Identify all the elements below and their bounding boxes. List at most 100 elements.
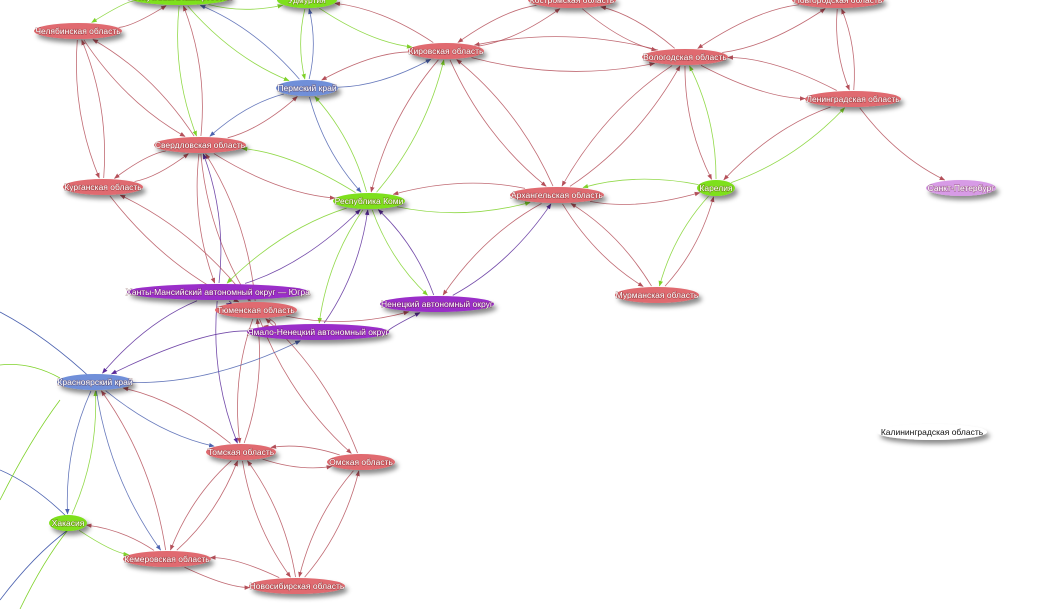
edge-kir-vol [471, 57, 656, 72]
node-komi[interactable]: Республика Коми [333, 193, 405, 209]
edge-komi-nao [371, 209, 428, 296]
node-tyum[interactable]: Тюменская область [215, 302, 297, 318]
edge-tom-kras [122, 386, 231, 444]
edge-kurg-sver [134, 153, 189, 182]
edge-len-novg [841, 8, 855, 91]
node-kras[interactable]: Красноярский край [57, 374, 133, 390]
node-sver[interactable]: Свердловская область [154, 137, 246, 153]
edge-kras-kem [95, 390, 161, 551]
edge-offscreen [0, 529, 69, 601]
node-kal[interactable]: Калининградская область [877, 424, 987, 440]
edge-chel-bash [118, 5, 167, 28]
node-len[interactable]: Ленинградская область [805, 91, 901, 107]
edge-sver-tyum [200, 153, 251, 302]
edge-kras-hak [65, 390, 92, 515]
edge-kar-len [731, 107, 845, 183]
edge-chel-sver [83, 39, 186, 137]
edge-len-spb [859, 107, 946, 181]
edge-perm-kir [337, 58, 432, 88]
node-murm[interactable]: Мурманская область [615, 287, 699, 303]
edge-tom-nsk [242, 460, 291, 578]
edge-arkh-murm [562, 203, 644, 287]
edge-hak-kras [71, 390, 98, 515]
edge-bash-perm [187, 5, 290, 82]
node-label: Тюменская область [217, 305, 295, 315]
node-arkh[interactable]: Архангельская область [510, 187, 604, 203]
node-vol[interactable]: Вологодская область [642, 49, 728, 65]
node-bash[interactable]: Республика Башкортостан [127, 0, 233, 5]
edge-perm-bash [199, 4, 300, 80]
edge-arkh-kir [456, 59, 554, 187]
node-ellipse [877, 424, 987, 440]
node-hmao[interactable]: Ханты-Мансийский автономный округ — Югра [126, 284, 311, 300]
node-kurg[interactable]: Курганская область [63, 179, 143, 195]
edge-tyum-nao [285, 310, 410, 322]
edge-kir-udm [334, 1, 434, 43]
node-ellipse [642, 49, 728, 65]
node-label: Карелия [699, 183, 733, 193]
node-tom[interactable]: Томская область [206, 444, 276, 460]
edge-tom-omsk [262, 458, 333, 470]
node-nsk[interactable]: Новосибирская область [249, 578, 346, 594]
node-kir[interactable]: Кировская область [408, 43, 485, 59]
edge-vol-kir [474, 36, 659, 51]
node-ellipse [528, 0, 616, 8]
edge-omsk-tom [270, 444, 340, 456]
edge-chel-kurg [75, 39, 100, 179]
node-spb[interactable]: Санкт-Петербург [926, 180, 996, 196]
node-kost[interactable]: Костромская область [528, 0, 616, 8]
edge-nsk-kem [209, 555, 280, 578]
edge-offscreen [0, 311, 96, 383]
node-omsk[interactable]: Омская область [327, 454, 395, 470]
node-chel[interactable]: Челябинская область [34, 23, 122, 39]
edge-hmao-komi [244, 209, 361, 284]
node-label: Курганская область [64, 182, 142, 192]
edge-offscreen [0, 364, 61, 379]
edge-murm-arkh [570, 203, 652, 287]
edge-perm-udm [308, 8, 314, 80]
node-perm[interactable]: Пермский край [276, 80, 338, 96]
edge-sver-perm [227, 96, 298, 139]
edge-hmao-kras [102, 300, 198, 374]
node-hak[interactable]: Хакасия [49, 515, 87, 531]
edge-nao-komi [377, 209, 435, 296]
node-label: Ханты-Мансийский автономный округ — Югра [126, 287, 310, 297]
node-ellipse [63, 179, 143, 195]
node-ellipse [926, 180, 996, 196]
edge-sver-bash [183, 5, 203, 137]
edge-len-vol [727, 55, 837, 91]
node-ellipse [333, 193, 405, 209]
node-novg[interactable]: Новгородская область [792, 0, 884, 8]
node-udm[interactable]: Удмуртия [277, 0, 337, 8]
node-label: Вологодская область [643, 52, 727, 62]
node-ellipse [49, 515, 87, 531]
edge-omsk-nsk [298, 470, 354, 578]
edge-offscreen [19, 529, 69, 609]
node-label: Архангельская область [511, 190, 604, 200]
edge-vol-arkh [561, 65, 673, 187]
node-kar[interactable]: Карелия [697, 180, 735, 196]
node-kem[interactable]: Кемеровская область [123, 551, 211, 567]
node-label: Костромская область [530, 0, 615, 5]
node-nao[interactable]: Ненецкий автономный округ [380, 296, 494, 312]
edge-kost-kir [457, 4, 537, 43]
edge-udm-perm [300, 8, 306, 80]
node-yanao[interactable]: Ямало-Ненецкий автономный округ [247, 324, 389, 340]
node-ellipse [215, 302, 297, 318]
edge-len-kar [723, 106, 831, 181]
edge-udm-kir [319, 7, 413, 49]
node-label: Красноярский край [57, 377, 132, 387]
node-ellipse [206, 444, 276, 460]
node-ellipse [380, 296, 494, 312]
edge-sver-chel [92, 39, 195, 137]
edge-kem-hak [85, 523, 155, 551]
edge-perm-komi [309, 96, 362, 193]
edge-komi-kir [376, 59, 445, 193]
node-label: Кировская область [409, 46, 484, 56]
edge-kras-tom [105, 390, 215, 448]
edge-vol-len [700, 64, 806, 101]
node-label: Республика Башкортостан [128, 0, 233, 2]
node-label: Свердловская область [155, 140, 246, 150]
edge-kar-vol [689, 65, 717, 180]
